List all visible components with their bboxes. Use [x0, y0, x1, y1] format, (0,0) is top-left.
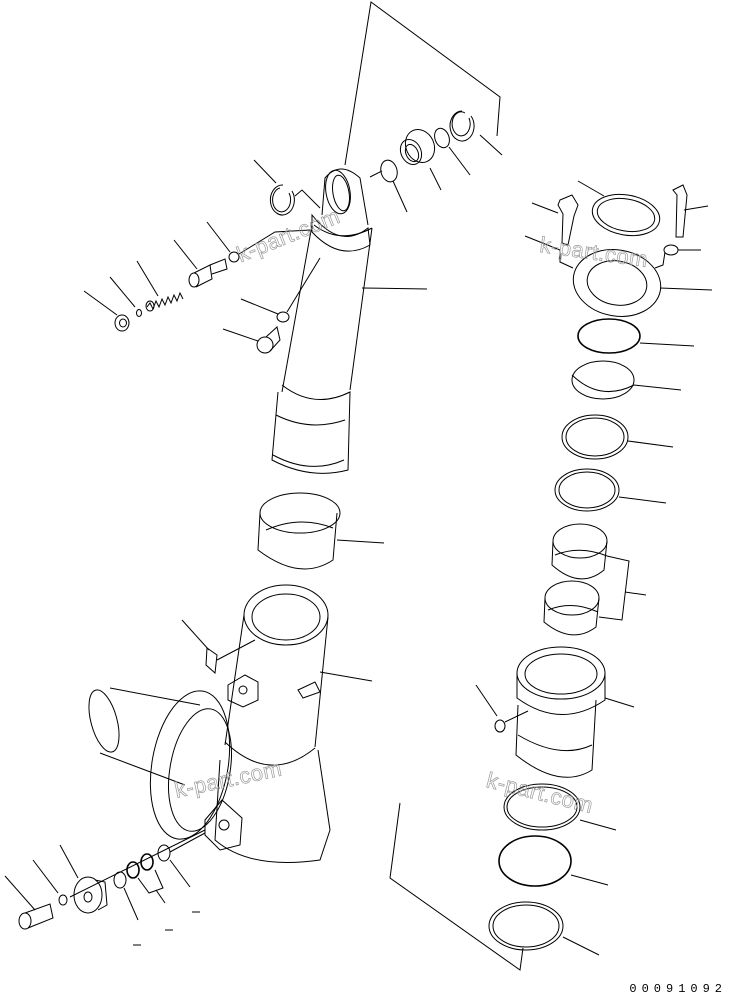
grease-fitting-body — [173, 239, 228, 288]
fitting-ball — [109, 276, 142, 317]
right-seal-4 — [554, 468, 667, 512]
steering-knuckle-housing — [88, 584, 373, 863]
lower-washer — [32, 859, 68, 906]
right-seal-ring — [577, 180, 661, 237]
lower-shim-1 — [113, 871, 139, 921]
bolt-small — [222, 326, 281, 354]
eye-seal-2 — [434, 127, 471, 176]
right-washer — [654, 244, 701, 269]
right-oring-7 — [488, 901, 600, 956]
lower-bolt — [4, 875, 54, 930]
right-bolt-long — [672, 184, 709, 238]
right-bolt-small — [531, 194, 579, 246]
right-housing-cap — [515, 646, 635, 778]
group-bracket-top — [344, 1, 501, 166]
lower-cap — [59, 829, 206, 914]
snap-ring-right — [449, 110, 503, 156]
fitting-washer — [206, 221, 311, 263]
eye-bearing — [399, 128, 442, 191]
cylinder-tube — [271, 224, 428, 474]
right-oring-6 — [498, 835, 609, 887]
eye-seal-1 — [369, 159, 408, 213]
right-small-bolt — [475, 684, 529, 733]
group-bracket-bottom — [389, 802, 524, 971]
lower-shim-set — [126, 853, 166, 904]
lower-oring — [157, 832, 206, 888]
fitting-nut — [83, 290, 130, 332]
figure-number: 00091092 — [629, 982, 727, 996]
bolt-washer — [240, 257, 321, 323]
redacted-labels — [133, 911, 200, 946]
right-bushings-pair — [543, 523, 647, 636]
right-oring-1 — [577, 318, 695, 354]
right-ring-2 — [571, 360, 682, 400]
fitting-spring — [136, 260, 184, 312]
right-oring-5 — [503, 783, 617, 831]
snap-ring-left — [253, 159, 321, 216]
right-seal-3 — [561, 414, 674, 460]
bushing-middle — [257, 492, 385, 570]
right-flange-ring — [524, 235, 713, 317]
